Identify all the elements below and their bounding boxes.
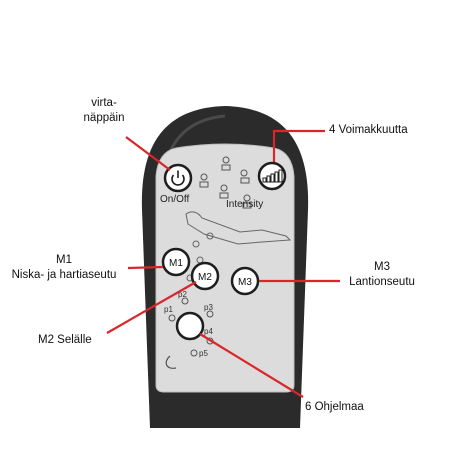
callout-m1-line1: M1 <box>56 254 72 266</box>
callout-m1: M1 Niska- ja hartiaseutu <box>0 253 128 283</box>
intensity-button[interactable] <box>257 161 287 191</box>
position-icons <box>199 156 252 209</box>
callout-programs-text: 6 Ohjelmaa <box>305 401 364 413</box>
m2-button[interactable]: M2 <box>190 261 220 291</box>
program-dots <box>168 297 214 357</box>
program-label-p4: p4 <box>204 327 213 336</box>
m1-button-label: M1 <box>169 258 183 269</box>
callout-power-line1: virta- <box>91 97 117 109</box>
m3-button[interactable]: M3 <box>230 266 260 296</box>
program-label-p1: p1 <box>164 305 173 314</box>
program-button[interactable] <box>175 311 205 341</box>
intensity-label: Intensity <box>226 199 263 210</box>
m3-button-label: M3 <box>238 277 252 288</box>
program-label-p2: p2 <box>178 290 187 299</box>
callout-m3-line1: M3 <box>374 261 390 273</box>
callout-intensity-text: 4 Voimakkuutta <box>329 124 408 136</box>
callout-m2: M2 Selälle <box>38 333 92 348</box>
body-outline-icon <box>185 211 292 245</box>
callout-lines <box>106 129 340 398</box>
m1-button[interactable]: M1 <box>161 247 191 277</box>
program-label-p3: p3 <box>204 303 213 312</box>
callout-programs: 6 Ohjelmaa <box>305 400 364 415</box>
power-label: On/Off <box>160 194 189 205</box>
cycle-arrow-icon <box>165 355 177 369</box>
callout-power: virta- näppäin <box>72 96 136 126</box>
callout-intensity: 4 Voimakkuutta <box>329 123 408 138</box>
callout-m3: M3 Lantionseutu <box>336 260 428 290</box>
power-button[interactable] <box>163 163 193 193</box>
power-icon <box>171 170 185 186</box>
callout-m2-text: M2 Selälle <box>38 334 92 346</box>
callout-m1-line2: Niska- ja hartiaseutu <box>11 269 117 281</box>
signal-bars-icon <box>262 169 283 183</box>
program-label-p5: p5 <box>199 349 208 358</box>
m2-button-label: M2 <box>198 272 212 283</box>
callout-m3-line2: Lantionseutu <box>349 276 415 288</box>
callout-power-line2: näppäin <box>83 112 125 124</box>
